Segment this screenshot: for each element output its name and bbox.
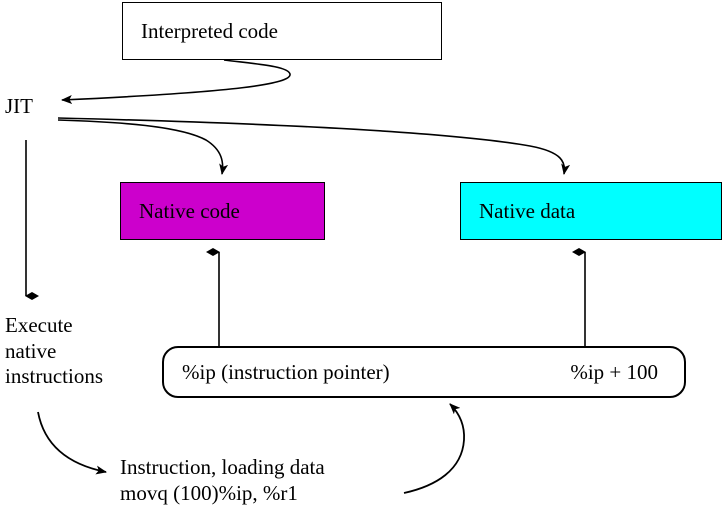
edge-jit-to-native-data	[57, 117, 571, 175]
node-jit-label: JIT	[5, 94, 33, 118]
edge-execute-to-instruction	[37, 411, 107, 475]
node-native-code-label: Native code	[139, 198, 240, 223]
edge-instruction-to-ip-box	[403, 403, 465, 494]
node-instruction-pointer-box[interactable]: %ip (instruction pointer) %ip + 100	[162, 346, 686, 398]
node-instruction-label: Instruction, loading data movq (100)%ip,…	[120, 455, 325, 505]
node-native-data-label: Native data	[479, 198, 576, 223]
node-interpreted-code-label: Interpreted code	[141, 18, 279, 43]
edge-jit-to-native-code	[57, 119, 229, 175]
node-interpreted-code[interactable]: Interpreted code	[122, 2, 442, 60]
edge-interpreted-code-to-jit	[61, 59, 291, 105]
node-native-code[interactable]: Native code	[120, 182, 325, 240]
node-native-data[interactable]: Native data	[460, 182, 722, 240]
node-ip-right-label: %ip + 100	[570, 359, 658, 384]
node-execute-label: Execute native instructions	[5, 313, 103, 389]
node-ip-left-label: %ip (instruction pointer)	[182, 359, 390, 384]
